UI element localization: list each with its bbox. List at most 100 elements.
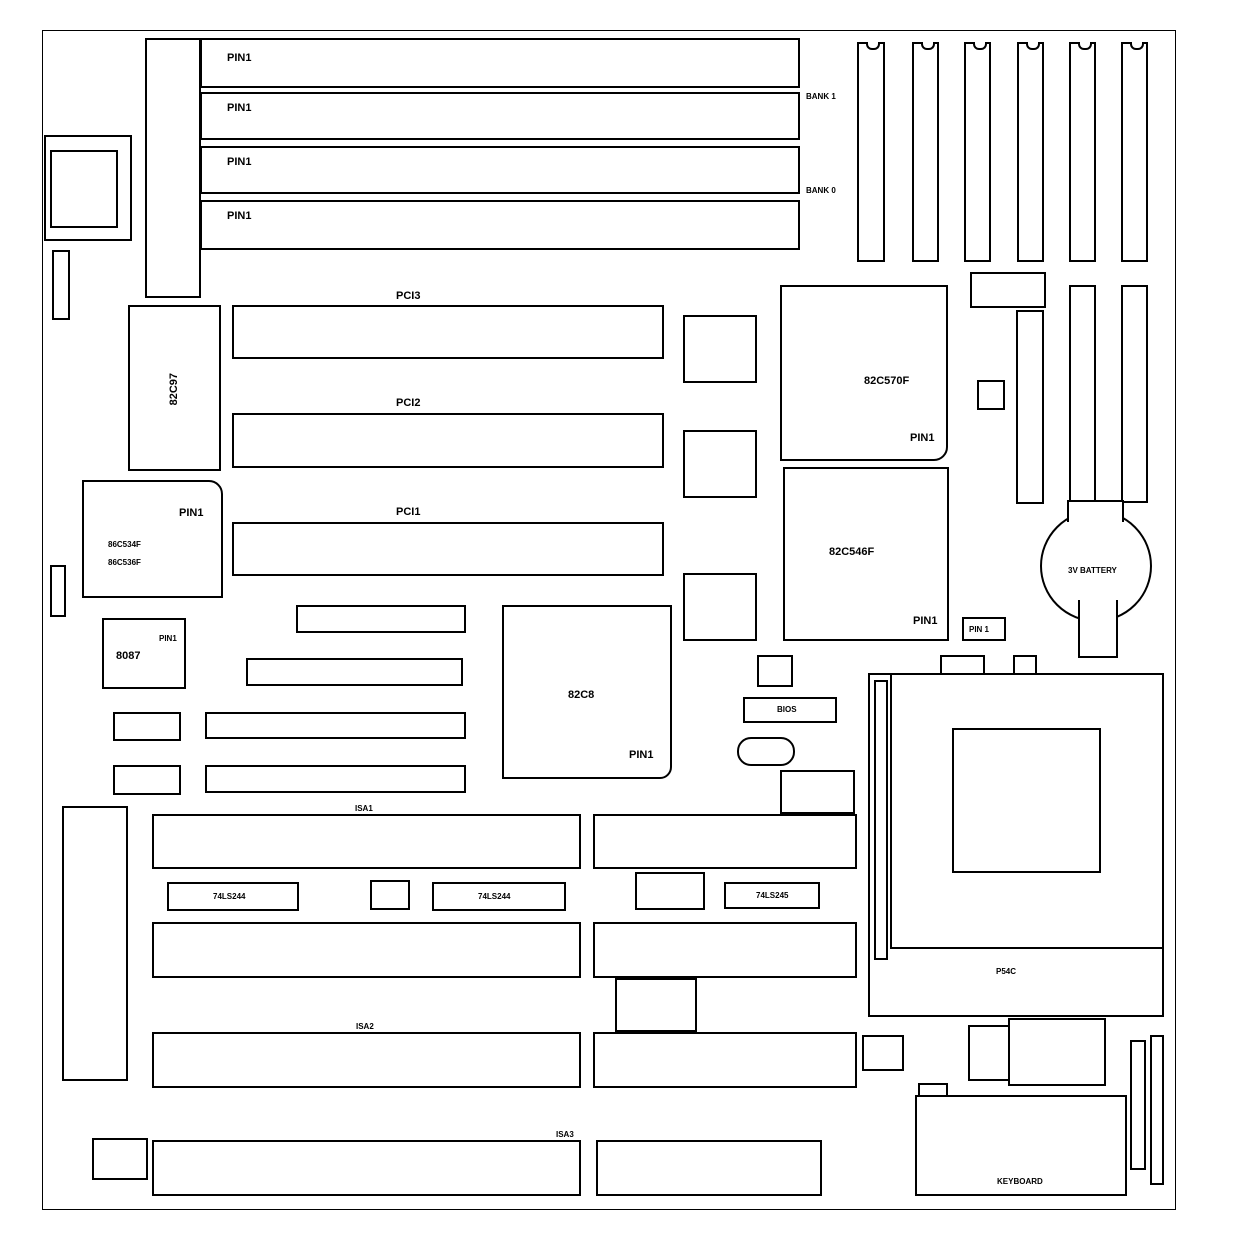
pin1-label: PIN1 bbox=[227, 52, 252, 64]
jumper-table bbox=[635, 872, 705, 910]
chip-label: 86C534F bbox=[108, 540, 141, 549]
buffer-chip: 74LS245 bbox=[724, 882, 820, 909]
chip-label: BIOS bbox=[777, 705, 797, 714]
chip-label: 8087 bbox=[116, 650, 141, 662]
cpu-label: P54C bbox=[996, 967, 1017, 976]
pci1-label: PCI1 bbox=[396, 506, 421, 518]
small-ic bbox=[113, 712, 181, 741]
pin1-marker: PIN 1 bbox=[969, 625, 990, 634]
chipset-bottom: 82C546F PIN1 bbox=[783, 467, 949, 641]
vertical-slot bbox=[1121, 42, 1148, 262]
small-ic bbox=[977, 380, 1005, 410]
cpu-die bbox=[952, 728, 1101, 873]
connector bbox=[205, 765, 466, 793]
isa-slot bbox=[593, 814, 857, 869]
buffer-chip: 74LS244 bbox=[167, 882, 299, 911]
pin1-label: PIN1 bbox=[179, 507, 204, 519]
slot-label: ISA3 bbox=[556, 1130, 574, 1139]
pin1-label: PIN1 bbox=[227, 210, 252, 222]
small-chip bbox=[683, 430, 757, 498]
chip-label: 82C570F bbox=[864, 375, 910, 387]
chip-label: 74LS244 bbox=[478, 892, 511, 901]
vertical-slot bbox=[1069, 285, 1096, 503]
jumper-table bbox=[780, 770, 855, 814]
keyboard-chip: KEYBOARD bbox=[915, 1095, 1127, 1196]
small-ic bbox=[940, 655, 985, 675]
vertical-slot bbox=[1017, 42, 1044, 262]
pci-slot-2 bbox=[232, 413, 664, 468]
pin1-label: PIN1 bbox=[159, 634, 177, 643]
pin1-label: PIN1 bbox=[227, 102, 252, 114]
chipset-top: 82C570F PIN1 bbox=[780, 285, 948, 461]
io-connector bbox=[145, 38, 201, 298]
jumper-table bbox=[615, 978, 697, 1032]
pci3-label: PCI3 bbox=[396, 290, 421, 302]
small-ic bbox=[862, 1035, 904, 1071]
long-vertical-connector bbox=[62, 806, 128, 1081]
small-ic bbox=[757, 655, 793, 687]
central-chip: 82C8 PIN1 bbox=[502, 605, 672, 779]
simm-slot: PIN1 bbox=[200, 200, 800, 250]
pci-slot-3 bbox=[232, 305, 664, 359]
vertical-slot bbox=[1016, 310, 1044, 504]
vertical-slot bbox=[857, 42, 885, 262]
small-ic bbox=[1013, 655, 1037, 675]
cpu-pin-strip bbox=[874, 680, 888, 960]
small-chip bbox=[683, 573, 757, 641]
connector bbox=[205, 712, 466, 739]
header bbox=[52, 250, 70, 320]
vertical-slot bbox=[912, 42, 939, 262]
vertical-slot bbox=[1069, 42, 1096, 262]
chip-label: KEYBOARD bbox=[997, 1177, 1043, 1186]
isa-slot bbox=[152, 814, 581, 869]
small-ic bbox=[370, 880, 410, 910]
chip-label: 82C546F bbox=[829, 546, 875, 558]
isa-slot bbox=[152, 1140, 581, 1196]
pin1-box: PIN 1 bbox=[962, 617, 1006, 641]
io-chip: PIN1 86C534F 86C536F bbox=[82, 480, 223, 598]
chip-label: 86C536F bbox=[108, 558, 141, 567]
pin1-label: PIN1 bbox=[913, 615, 938, 627]
connector-block bbox=[1008, 1018, 1106, 1086]
simm-slot: PIN1 bbox=[200, 146, 800, 194]
bank0-label: BANK 0 bbox=[806, 186, 836, 195]
isa-slot bbox=[593, 922, 857, 978]
jumper-table bbox=[970, 272, 1046, 308]
vertical-slot bbox=[1121, 285, 1148, 503]
isa-slot bbox=[152, 922, 581, 978]
bios-chip: BIOS bbox=[743, 697, 837, 723]
connector bbox=[296, 605, 466, 633]
small-chip bbox=[92, 1138, 148, 1180]
oscillator bbox=[737, 737, 795, 766]
pci2-label: PCI2 bbox=[396, 397, 421, 409]
chip-label: 74LS244 bbox=[213, 892, 246, 901]
isa-slot bbox=[593, 1032, 857, 1088]
vertical-slot bbox=[964, 42, 991, 262]
pin1-label: PIN1 bbox=[629, 749, 654, 761]
left-vertical-chip: 82C97 bbox=[128, 305, 221, 471]
chip-label: 74LS245 bbox=[756, 891, 789, 900]
pci-slot-1 bbox=[232, 522, 664, 576]
simm-slot: PIN1 bbox=[200, 92, 800, 140]
slot-label: ISA1 bbox=[355, 804, 373, 813]
header bbox=[50, 565, 66, 617]
buffer-chip: 74LS244 bbox=[432, 882, 566, 911]
pin1-label: PIN1 bbox=[910, 432, 935, 444]
chip-label: 82C8 bbox=[568, 689, 595, 701]
isa-slot bbox=[152, 1032, 581, 1088]
isa-slot bbox=[596, 1140, 822, 1196]
small-chip-8087: 8087 PIN1 bbox=[102, 618, 186, 689]
header bbox=[1130, 1040, 1146, 1170]
bank1-label: BANK 1 bbox=[806, 92, 836, 101]
port-inner bbox=[50, 150, 118, 228]
simm-slot: PIN1 bbox=[200, 38, 800, 88]
chip-label: 82C97 bbox=[168, 373, 180, 406]
battery-holder bbox=[1067, 500, 1124, 522]
header bbox=[1150, 1035, 1164, 1185]
connector bbox=[246, 658, 463, 686]
battery-label: 3V BATTERY bbox=[1068, 566, 1117, 575]
small-ic bbox=[113, 765, 181, 795]
pin1-label: PIN1 bbox=[227, 156, 252, 168]
battery-holder bbox=[1078, 600, 1118, 658]
